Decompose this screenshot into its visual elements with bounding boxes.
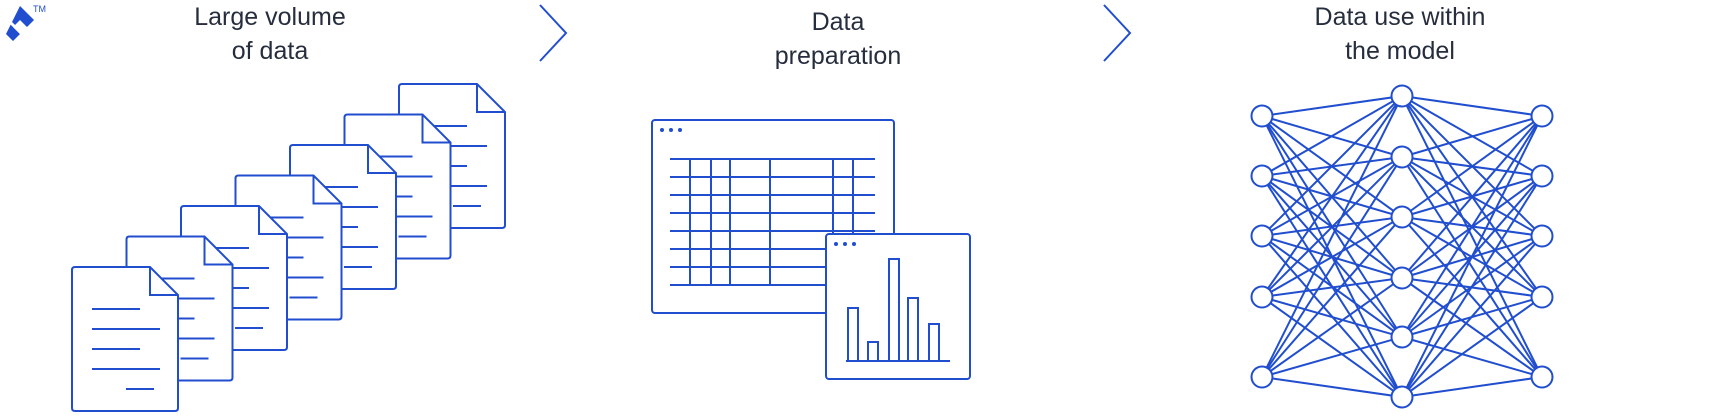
- network-node: [1250, 104, 1274, 128]
- network-node: [1390, 145, 1414, 169]
- bar-icon: [867, 341, 879, 362]
- step-title-line: the model: [1345, 37, 1455, 65]
- network-node: [1530, 365, 1554, 389]
- document-stack-icon: [71, 83, 506, 412]
- network-node: [1530, 164, 1554, 188]
- network-node: [1390, 325, 1414, 349]
- trademark-label: TM: [33, 4, 46, 14]
- toptal-logo-icon: [6, 6, 34, 41]
- step-title-line: of data: [231, 37, 309, 65]
- bar-icon: [847, 307, 859, 362]
- bar-chart-window-icon: [825, 233, 971, 380]
- step-title-data-use: Data use within the model: [1280, 0, 1520, 68]
- network-node: [1250, 164, 1274, 188]
- step-title-line: preparation: [774, 42, 902, 70]
- network-node: [1250, 365, 1274, 389]
- step-title-line: Data use within: [1314, 3, 1486, 31]
- step-title-line: Large volume: [194, 3, 346, 31]
- network-node: [1530, 285, 1554, 309]
- network-node: [1250, 224, 1274, 248]
- chevron-right-icon: [539, 4, 568, 62]
- step-title-line: Data: [811, 8, 865, 36]
- bar-icon: [907, 297, 919, 362]
- network-node: [1390, 385, 1414, 409]
- chevron-right-icon: [1103, 4, 1132, 62]
- step-title-large-volume: Large volume of data: [150, 0, 390, 68]
- network-node: [1250, 285, 1274, 309]
- network-node: [1530, 104, 1554, 128]
- neural-network-icon: [1250, 84, 1554, 409]
- network-node: [1390, 266, 1414, 290]
- network-node: [1390, 84, 1414, 108]
- document-icon: [71, 266, 179, 412]
- network-node: [1530, 224, 1554, 248]
- neural-network-connections: [1261, 95, 1543, 398]
- network-node: [1390, 205, 1414, 229]
- step-title-data-preparation: Data preparation: [718, 5, 958, 73]
- bar-icon: [928, 323, 940, 362]
- bar-icon: [888, 258, 900, 362]
